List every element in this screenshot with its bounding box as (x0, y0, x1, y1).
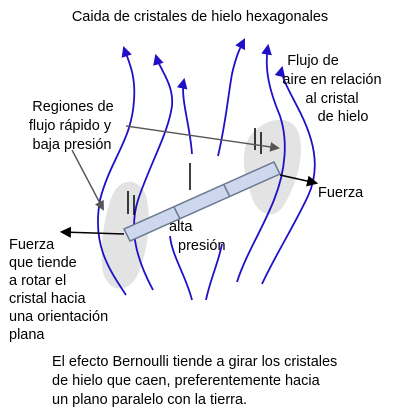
diagram-title: Caida de cristales de hielo hexagonales (72, 9, 328, 25)
low-pressure-regions-label: Regiones de flujo rápido y baja presión (29, 99, 118, 153)
force-arrow-left (59, 226, 125, 238)
streamline-3 (169, 80, 192, 301)
pointer-arrow-right (125, 125, 280, 152)
pointer-arrow-left (71, 149, 104, 211)
low-pressure-region-left (101, 181, 149, 289)
streamline-2 (133, 53, 173, 291)
ice-crystal (122, 161, 282, 242)
streamline-4 (205, 40, 244, 301)
force-left-label: Fuerza que tiende a rotar el cristal hac… (9, 237, 112, 343)
streamline-6 (261, 65, 316, 285)
high-pressure-label: alta presión (169, 219, 226, 254)
streamline-1 (96, 45, 136, 296)
caption: El efecto Bernoulli tiende a girar los c… (52, 354, 341, 408)
force-arrow-right (279, 174, 319, 187)
force-right-label: Fuerza (318, 185, 364, 201)
flow-relative-label: Flujo de aire en relación al cristal de … (282, 53, 385, 125)
streamline-5 (236, 43, 286, 283)
